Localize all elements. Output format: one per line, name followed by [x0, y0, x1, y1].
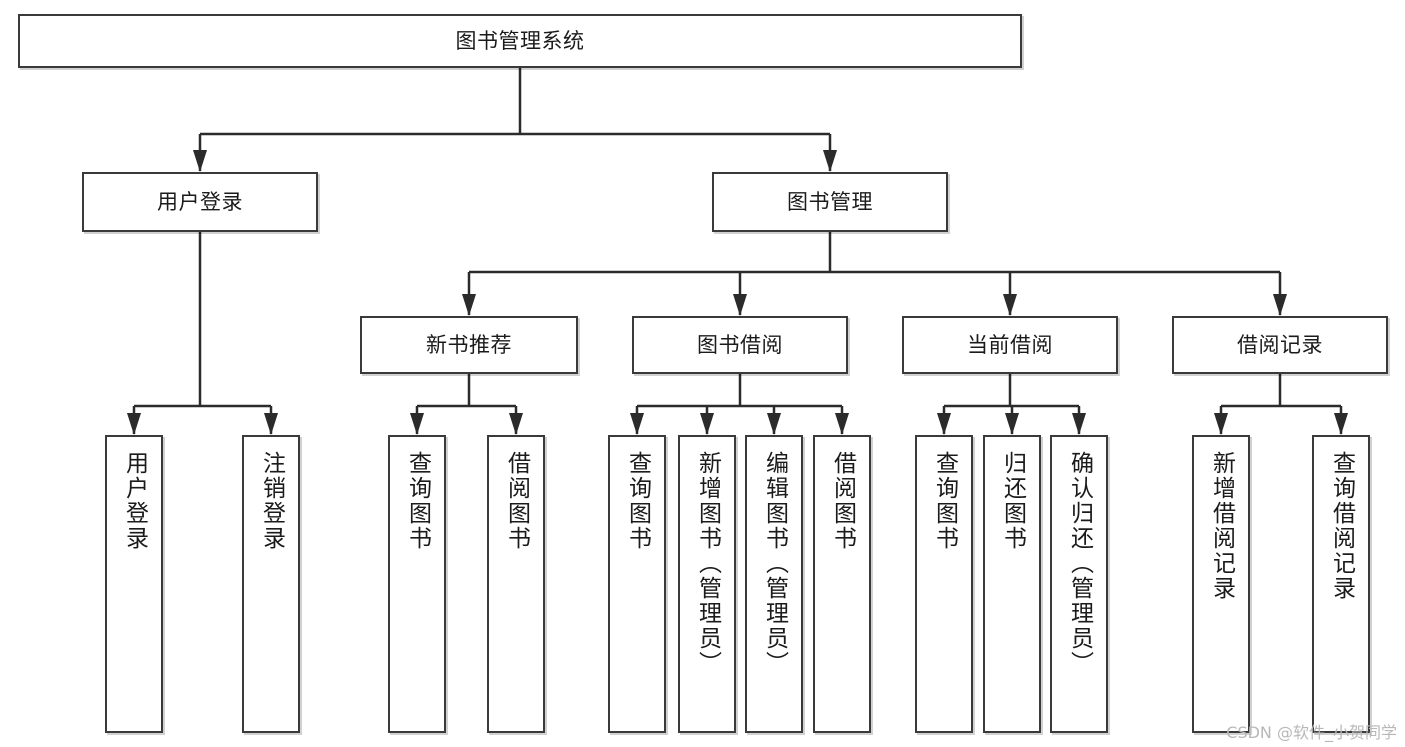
node-label: 当前借阅: [967, 332, 1053, 357]
node-label: 编辑图书（管理员）: [761, 451, 788, 676]
node-borrow-record[interactable]: 借阅记录: [1172, 316, 1388, 374]
leaf-borrow-edit-book-admin[interactable]: 编辑图书（管理员）: [745, 435, 803, 733]
node-current-borrow[interactable]: 当前借阅: [902, 316, 1118, 374]
node-label: 新书推荐: [426, 332, 512, 357]
node-label: 新增借阅记录: [1208, 451, 1235, 601]
node-user-login[interactable]: 用户登录: [82, 172, 318, 232]
node-label: 查询图书: [404, 451, 431, 551]
leaf-current-query-book[interactable]: 查询图书: [915, 435, 973, 733]
leaf-newbook-borrow-book[interactable]: 借阅图书: [487, 435, 545, 733]
leaf-current-return-book[interactable]: 归还图书: [983, 435, 1041, 733]
node-label: 用户登录: [157, 189, 243, 214]
leaf-borrow-add-book-admin[interactable]: 新增图书（管理员）: [678, 435, 736, 733]
node-label: 借阅图书: [503, 451, 530, 551]
node-book-borrow[interactable]: 图书借阅: [632, 316, 848, 374]
leaf-record-query-record[interactable]: 查询借阅记录: [1312, 435, 1370, 733]
node-root-system[interactable]: 图书管理系统: [18, 14, 1022, 68]
node-label: 查询借阅记录: [1328, 451, 1355, 601]
node-label: 查询图书: [624, 451, 651, 551]
watermark-text: CSDN @软件_小贺同学: [1226, 723, 1397, 742]
node-label: 图书管理: [787, 189, 873, 214]
leaf-borrow-query-book[interactable]: 查询图书: [608, 435, 666, 733]
node-label: 注销登录: [258, 451, 285, 551]
node-book-management[interactable]: 图书管理: [712, 172, 948, 232]
leaf-borrow-borrow-book[interactable]: 借阅图书: [813, 435, 871, 733]
node-label: 确认归还（管理员）: [1066, 451, 1093, 676]
leaf-record-add-record[interactable]: 新增借阅记录: [1192, 435, 1250, 733]
node-new-book-recommend[interactable]: 新书推荐: [360, 316, 578, 374]
node-label: 用户登录: [121, 451, 148, 551]
node-label: 查询图书: [931, 451, 958, 551]
leaf-current-confirm-return-admin[interactable]: 确认归还（管理员）: [1050, 435, 1108, 733]
leaf-logout[interactable]: 注销登录: [242, 435, 300, 733]
node-label: 归还图书: [999, 451, 1026, 551]
leaf-user-login[interactable]: 用户登录: [105, 435, 163, 733]
node-label: 图书管理系统: [455, 28, 585, 53]
leaf-newbook-query-book[interactable]: 查询图书: [388, 435, 446, 733]
node-label: 图书借阅: [697, 332, 783, 357]
node-label: 借阅记录: [1237, 332, 1323, 357]
node-label: 借阅图书: [829, 451, 856, 551]
node-label: 新增图书（管理员）: [694, 451, 721, 676]
